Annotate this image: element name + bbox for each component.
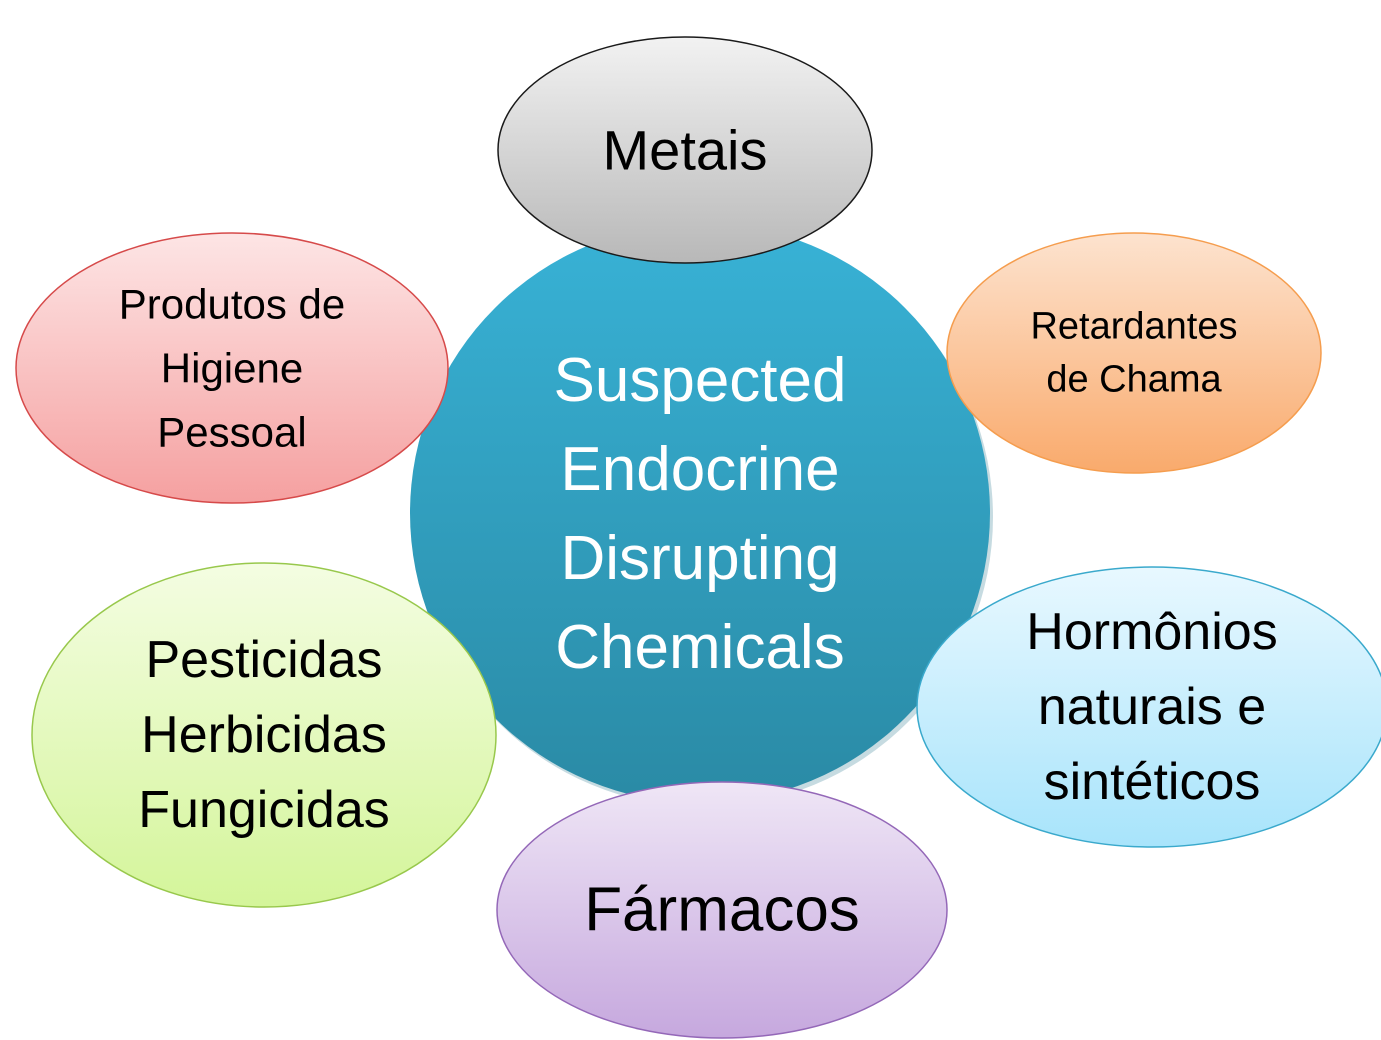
- metais-label-line-0: Metais: [603, 119, 768, 182]
- farmacos-label-line-0: Fármacos: [584, 876, 860, 945]
- center-label-line-3: Chemicals: [555, 613, 844, 682]
- hormonios-label-line-1: naturais e: [1038, 678, 1266, 736]
- node-retardantes: Retardantes de Chama: [946, 232, 1322, 474]
- center-label-line-2: Disrupting: [560, 524, 839, 593]
- center-label-line-1: Endocrine: [560, 435, 839, 504]
- retardantes-label-line-0: Retardantes: [1030, 306, 1237, 348]
- pesticidas-label-line-1: Herbicidas: [141, 706, 387, 764]
- pesticidas-label-line-0: Pesticidas: [146, 631, 383, 689]
- retardantes-ellipse: [946, 232, 1322, 474]
- retardantes-label-line-1: de Chama: [1046, 359, 1222, 401]
- center-circle: [410, 223, 990, 803]
- hormonios-ellipse: [916, 566, 1381, 848]
- farmacos-ellipse: [496, 781, 948, 1039]
- node-hormonios: Hormônios naturais e sintéticos: [916, 566, 1381, 848]
- metais-ellipse: [497, 36, 873, 264]
- center-label-line-0: Suspected: [554, 346, 847, 415]
- hormonios-label-line-0: Hormônios: [1026, 603, 1277, 661]
- node-farmacos: Fármacos: [496, 781, 948, 1039]
- hormonios-label-line-2: sintéticos: [1044, 753, 1261, 811]
- produtos-label-line-1: Higiene: [161, 345, 303, 392]
- pesticidas-ellipse: [31, 562, 497, 908]
- pesticidas-label-line-2: Fungicidas: [138, 781, 389, 839]
- produtos-label-line-0: Produtos de: [119, 281, 346, 328]
- node-metais: Metais: [497, 36, 873, 264]
- produtos-ellipse: [15, 232, 449, 504]
- produtos-label-line-2: Pessoal: [157, 409, 306, 456]
